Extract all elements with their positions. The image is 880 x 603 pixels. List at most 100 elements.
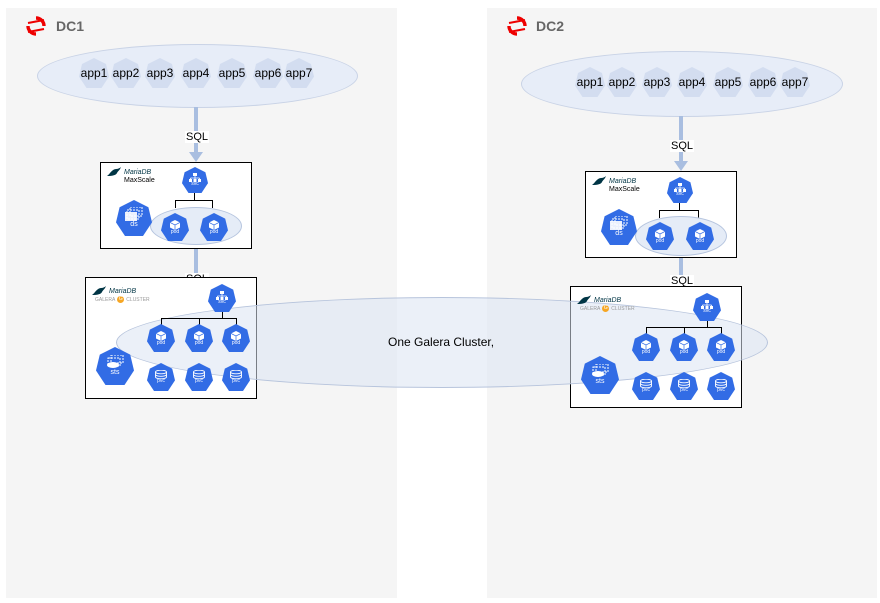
mariadb-brand-text: MariaDB xyxy=(109,287,137,295)
dc2-galera-pod: pod xyxy=(670,333,698,361)
dc1-galera-svc: svc xyxy=(208,284,236,312)
pvc-icon xyxy=(193,370,205,379)
app-node: app7 xyxy=(284,58,314,88)
dc1-maxscale-pod: pod xyxy=(200,213,228,241)
app-node: app5 xyxy=(217,58,247,88)
dc1-galera-pod: pod xyxy=(222,324,250,352)
tree-connector xyxy=(212,200,213,208)
maxscale-product-text: MaxScale xyxy=(124,177,155,184)
app-node: app4 xyxy=(677,67,707,97)
tree-connector xyxy=(721,327,722,335)
dc2-galera-pvc: pvc xyxy=(707,372,735,400)
dc1-galera-sts: sts xyxy=(96,347,134,385)
dc1-title: DC1 xyxy=(56,18,85,34)
dc2-sql-label-mid: SQL xyxy=(670,275,695,287)
pod-icon xyxy=(716,339,726,350)
galera-cluster-label: One Galera Cluster, xyxy=(388,335,495,349)
arrow-head-icon xyxy=(674,161,688,171)
dc1-maxscale-svc: svc xyxy=(182,167,208,193)
pod-icon xyxy=(695,228,705,239)
dc2-galera-svc: svc xyxy=(693,293,721,321)
pvc-icon xyxy=(640,379,652,388)
pod-icon xyxy=(209,219,219,230)
ds-icon xyxy=(125,207,143,221)
dc1-maxscale-brand: MariaDB MaxScale xyxy=(106,167,155,184)
app-node: app3 xyxy=(145,58,175,88)
dc1-sql-arrow-top xyxy=(194,107,198,153)
dc1-galera-pvc: pvc xyxy=(147,363,175,391)
arrow-head-icon xyxy=(189,152,203,162)
pod-icon xyxy=(194,330,204,341)
galera-g-icon: G xyxy=(602,305,610,312)
mariadb-brand-text: MariaDB xyxy=(609,177,637,185)
mariadb-seal-icon xyxy=(107,167,121,176)
pod-icon xyxy=(655,228,665,239)
tree-connector xyxy=(199,318,200,326)
svc-icon xyxy=(189,173,201,182)
dc1-galera-pvc: pvc xyxy=(222,363,250,391)
app-node: app2 xyxy=(607,67,637,97)
app-node: app4 xyxy=(181,58,211,88)
pod-icon xyxy=(641,339,651,350)
app-node: app7 xyxy=(780,67,810,97)
app-node: app5 xyxy=(713,67,743,97)
pvc-icon xyxy=(155,370,167,379)
pod-icon xyxy=(679,339,689,350)
openshift-logo-icon xyxy=(26,16,46,36)
pod-icon xyxy=(156,330,166,341)
dc1-maxscale-ds: ds xyxy=(116,200,152,236)
mariadb-seal-icon xyxy=(592,176,606,185)
tree-connector xyxy=(679,203,680,210)
dc1-galera-pod: pod xyxy=(147,324,175,352)
mariadb-seal-icon xyxy=(92,286,106,295)
pvc-icon xyxy=(678,379,690,388)
app-node: app2 xyxy=(111,58,141,88)
dc1-sql-label-top: SQL xyxy=(185,131,210,143)
galera-g-icon: G xyxy=(117,296,125,303)
dc2-maxscale-ds: ds xyxy=(601,209,637,245)
app-node: app1 xyxy=(575,67,605,97)
mariadb-brand-text: MariaDB xyxy=(124,168,152,176)
tree-connector xyxy=(698,210,699,218)
dc2-galera-sts: sts xyxy=(581,356,619,394)
pod-icon xyxy=(170,219,180,230)
tree-connector xyxy=(707,321,708,327)
app-node: app1 xyxy=(79,58,109,88)
ds-icon xyxy=(610,216,628,230)
dc2-maxscale-pod: pod xyxy=(686,222,714,250)
tree-connector xyxy=(236,318,237,326)
pod-icon xyxy=(231,330,241,341)
pvc-icon xyxy=(715,379,727,388)
mariadb-seal-icon xyxy=(577,295,591,304)
dc2-maxscale-svc: svc xyxy=(667,177,693,203)
dc2-galera-pod: pod xyxy=(707,333,735,361)
dc1-galera-pod: pod xyxy=(185,324,213,352)
sts-icon xyxy=(592,364,609,377)
tree-connector xyxy=(684,327,685,335)
svc-icon xyxy=(701,300,713,309)
openshift-logo-icon xyxy=(507,16,527,36)
dc2-maxscale-pod: pod xyxy=(646,222,674,250)
dc2-galera-pod: pod xyxy=(632,333,660,361)
dc2-sql-label-top: SQL xyxy=(670,140,695,152)
dc1-maxscale-pod: pod xyxy=(161,213,189,241)
tree-connector xyxy=(175,200,213,201)
tree-connector xyxy=(175,200,176,208)
tree-connector xyxy=(659,210,699,211)
svc-icon xyxy=(674,183,686,192)
maxscale-product-text: MaxScale xyxy=(609,186,640,193)
dc2-galera-pvc: pvc xyxy=(670,372,698,400)
sts-icon xyxy=(107,355,124,368)
svc-icon xyxy=(216,291,228,300)
app-node: app6 xyxy=(253,58,283,88)
dc2-galera-pvc: pvc xyxy=(632,372,660,400)
tree-connector xyxy=(161,318,162,326)
dc2-sql-arrow-top xyxy=(679,116,683,162)
tree-connector xyxy=(194,193,195,200)
mariadb-brand-text: MariaDB xyxy=(594,296,622,304)
tree-connector xyxy=(659,210,660,218)
